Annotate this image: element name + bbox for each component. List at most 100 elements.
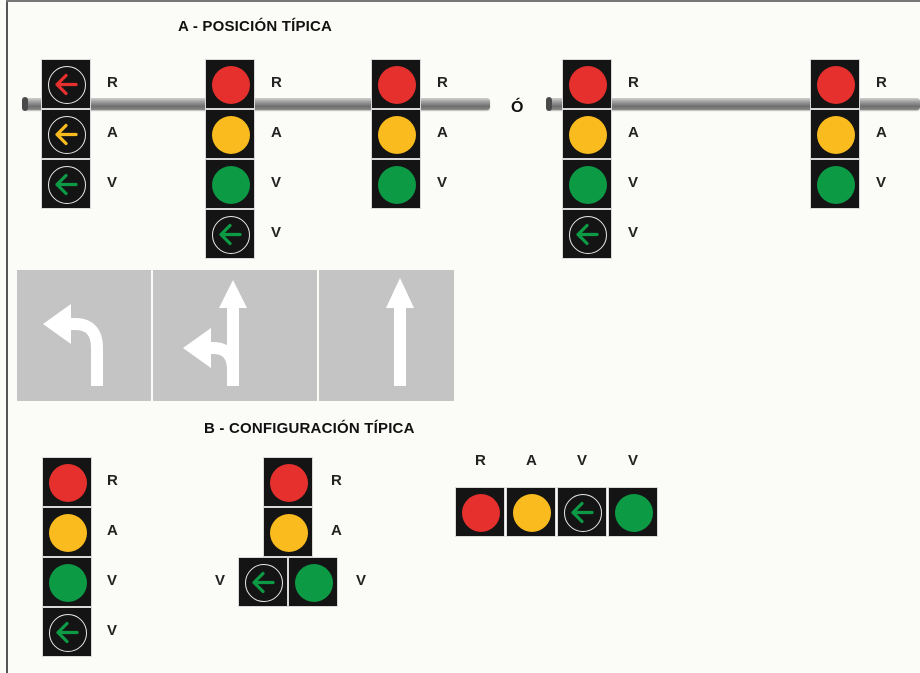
signal-lamp-label: A: [876, 124, 887, 141]
signal-lamp-label: V: [628, 174, 639, 191]
signal-lamp-label: V: [577, 452, 588, 469]
signal-lamp-label: A: [437, 124, 448, 141]
green-lamp: [212, 166, 250, 204]
red-lamp: [378, 66, 416, 104]
signal-lens-housing: [455, 487, 505, 537]
signal-lens-housing: [42, 557, 92, 607]
green-lamp: [615, 494, 653, 532]
red-left-arrow-lamp-icon: [48, 66, 86, 104]
signal-lamp-label: R: [475, 452, 486, 469]
section-a-title: A - POSICIÓN TÍPICA: [178, 18, 333, 35]
left-mast-arm-end: [22, 97, 28, 111]
road-lane-straight: [319, 270, 454, 401]
signal-lamp-label: A: [526, 452, 537, 469]
signal-lamp-label: V: [215, 572, 226, 589]
signal-lamp-label: V: [107, 572, 118, 589]
signal-lens-housing: [562, 159, 612, 209]
green-lamp: [295, 564, 333, 602]
green-left-arrow-lamp-icon: [48, 166, 86, 204]
signal-lens-housing: [371, 159, 421, 209]
signal-lamp-label: V: [628, 224, 639, 241]
green-left-arrow-lamp-icon: [564, 494, 602, 532]
green-left-arrow-lamp-icon: [212, 216, 250, 254]
signal-lamp-label: A: [331, 522, 342, 539]
signal-lens-housing: [205, 159, 255, 209]
signal-lamp-label: A: [628, 124, 639, 141]
red-lamp: [212, 66, 250, 104]
red-lamp: [817, 66, 855, 104]
signal-lens-housing: [205, 59, 255, 109]
road-lane-left-turn: [17, 270, 151, 401]
green-left-arrow-lamp-icon: [245, 564, 283, 602]
amber-lamp: [270, 514, 308, 552]
red-lamp: [569, 66, 607, 104]
signal-lens-housing: [557, 487, 607, 537]
signal-lens-housing: [41, 159, 91, 209]
signal-lens-housing: [371, 109, 421, 159]
section-b-title: B - CONFIGURACIÓN TÍPICA: [204, 420, 415, 437]
left-turn-and-straight-arrow-icon: [183, 280, 247, 386]
signal-lens-housing: [263, 507, 313, 557]
signal-lens-housing: [371, 59, 421, 109]
signal-lens-housing: [810, 159, 860, 209]
signal-lens-housing: [288, 557, 338, 607]
signal-lens-housing: [205, 209, 255, 259]
signal-lens-housing: [562, 109, 612, 159]
signal-lamp-label: R: [331, 472, 342, 489]
amber-lamp: [817, 116, 855, 154]
signal-lens-housing: [41, 109, 91, 159]
signal-lamp-label: V: [271, 224, 282, 241]
signal-lens-housing: [263, 457, 313, 507]
green-lamp: [49, 564, 87, 602]
signal-lens-housing: [506, 487, 556, 537]
green-lamp: [378, 166, 416, 204]
signal-lamp-label: R: [271, 74, 282, 91]
amber-lamp: [513, 494, 551, 532]
signal-lens-housing: [562, 209, 612, 259]
signal-lamp-label: R: [437, 74, 448, 91]
signal-lens-housing: [608, 487, 658, 537]
signal-lamp-label: R: [107, 74, 118, 91]
signal-lamp-label: V: [876, 174, 887, 191]
signal-lens-housing: [42, 607, 92, 657]
red-lamp: [49, 464, 87, 502]
signal-lamp-label: V: [356, 572, 367, 589]
amber-lamp: [49, 514, 87, 552]
signal-lamp-label: V: [437, 174, 448, 191]
amber-lamp: [569, 116, 607, 154]
signal-lens-housing: [810, 109, 860, 159]
signal-lamp-label: V: [107, 622, 118, 639]
right-mast-arm-end: [546, 97, 552, 111]
road-lane-left-and-straight: [153, 270, 317, 401]
signal-lamp-label: A: [107, 522, 118, 539]
signal-lamp-label: V: [271, 174, 282, 191]
red-lamp: [462, 494, 500, 532]
frame-left-border: [6, 0, 8, 673]
signal-lamp-label: V: [628, 452, 639, 469]
or-label: Ó: [511, 99, 524, 116]
signal-lens-housing: [205, 109, 255, 159]
frame-top-border: [6, 0, 920, 2]
signal-lamp-label: A: [107, 124, 118, 141]
green-left-arrow-lamp-icon: [49, 614, 87, 652]
signal-lamp-label: V: [107, 174, 118, 191]
signal-lens-housing: [562, 59, 612, 109]
signal-lens-housing: [810, 59, 860, 109]
signal-lens-housing: [42, 457, 92, 507]
amber-lamp: [378, 116, 416, 154]
signal-lens-housing: [238, 557, 288, 607]
signal-lamp-label: R: [876, 74, 887, 91]
green-lamp: [569, 166, 607, 204]
signal-lamp-label: A: [271, 124, 282, 141]
amber-left-arrow-lamp-icon: [48, 116, 86, 154]
amber-lamp: [212, 116, 250, 154]
left-turn-arrow-icon: [43, 304, 103, 386]
red-lamp: [270, 464, 308, 502]
signal-lamp-label: R: [628, 74, 639, 91]
green-left-arrow-lamp-icon: [569, 216, 607, 254]
signal-lamp-label: R: [107, 472, 118, 489]
straight-arrow-icon: [386, 278, 414, 386]
signal-lens-housing: [42, 507, 92, 557]
signal-lens-housing: [41, 59, 91, 109]
green-lamp: [817, 166, 855, 204]
